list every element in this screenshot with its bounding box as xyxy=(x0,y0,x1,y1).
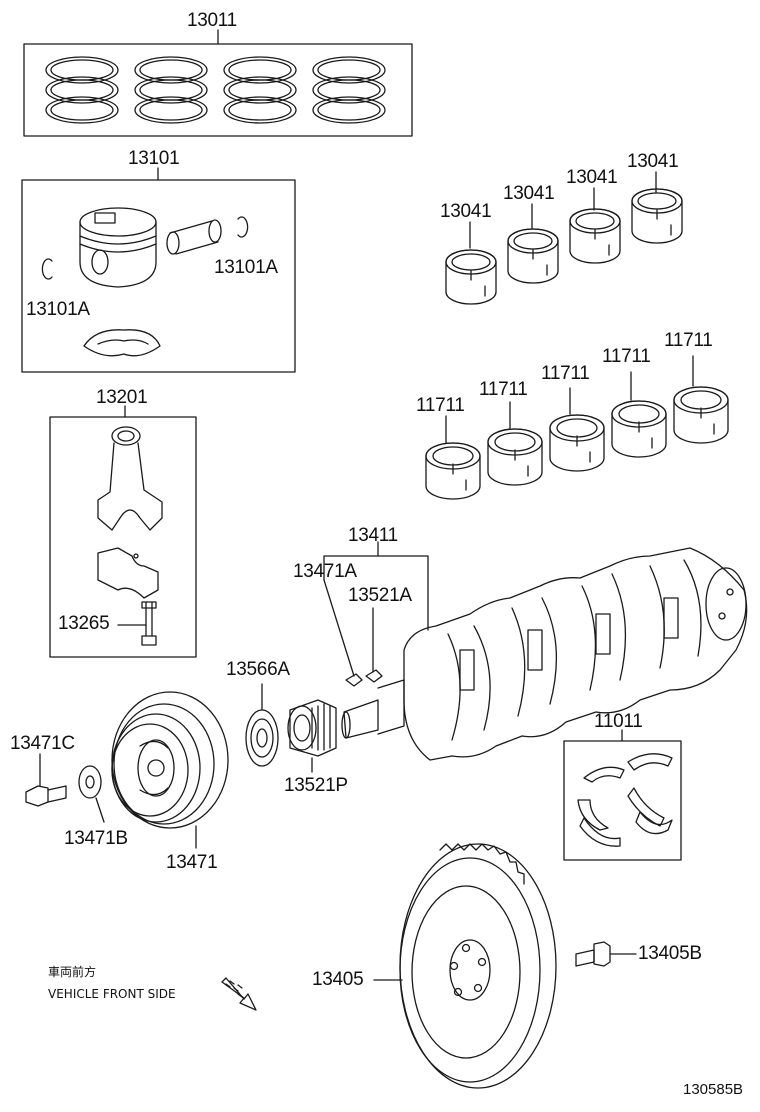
label-washer-plate: 13566A xyxy=(226,659,290,680)
note-front-japanese: 車両前方 xyxy=(48,965,97,979)
label-key: 13471A xyxy=(293,561,357,582)
label-pulley-bolt: 13471C xyxy=(10,733,75,754)
main-bearings xyxy=(425,355,729,500)
connecting-rod-assembly xyxy=(49,405,197,658)
label-main-bearing-4: 11711 xyxy=(602,346,651,367)
timing-gear xyxy=(287,699,337,773)
rod-bearings xyxy=(445,171,683,305)
flywheel xyxy=(373,843,557,1089)
label-main-bearing-5: 11711 xyxy=(664,330,713,351)
label-pin-clip-right: 13101A xyxy=(214,257,278,278)
pulley-washer xyxy=(78,765,105,823)
label-main-bearing-2: 11711 xyxy=(479,379,528,400)
label-rod-bolt: 13265 xyxy=(58,613,110,634)
label-rod-bearing-1: 13041 xyxy=(440,201,492,222)
front-side-arrow-icon xyxy=(221,977,257,1011)
thrust-washers xyxy=(563,729,682,861)
label-rod-bearing-3: 13041 xyxy=(566,167,618,188)
reference-number: 130585B xyxy=(683,1081,744,1098)
label-pulley-washer: 13471B xyxy=(64,828,128,849)
label-ring-set: 13011 xyxy=(187,10,237,31)
label-flywheel-bolt: 13405B xyxy=(638,943,702,964)
label-rod-bearing-2: 13041 xyxy=(503,183,555,204)
washer-plate xyxy=(245,683,279,767)
piston-ring-set xyxy=(23,29,413,137)
label-main-bearing-1: 11711 xyxy=(416,395,465,416)
label-piston: 13101 xyxy=(128,148,180,169)
label-flywheel: 13405 xyxy=(312,969,364,990)
label-rod-bearing-4: 13041 xyxy=(627,151,679,172)
label-pin-clip-left: 13101A xyxy=(26,299,90,320)
note-front-english: VEHICLE FRONT SIDE xyxy=(48,987,176,1001)
label-conn-rod: 13201 xyxy=(96,387,148,408)
crankshaft xyxy=(323,541,748,761)
piston-assembly xyxy=(21,167,296,373)
label-pulley: 13471 xyxy=(166,852,218,873)
label-key-b: 13521A xyxy=(348,585,412,606)
flywheel-bolt xyxy=(575,941,637,967)
label-main-bearing-3: 11711 xyxy=(541,363,590,384)
label-thrust-washer: 11011 xyxy=(594,711,643,732)
crank-pulley xyxy=(111,691,229,849)
pulley-bolt xyxy=(25,753,67,807)
label-timing-gear: 13521P xyxy=(284,775,348,796)
label-crankshaft: 13411 xyxy=(348,525,398,546)
